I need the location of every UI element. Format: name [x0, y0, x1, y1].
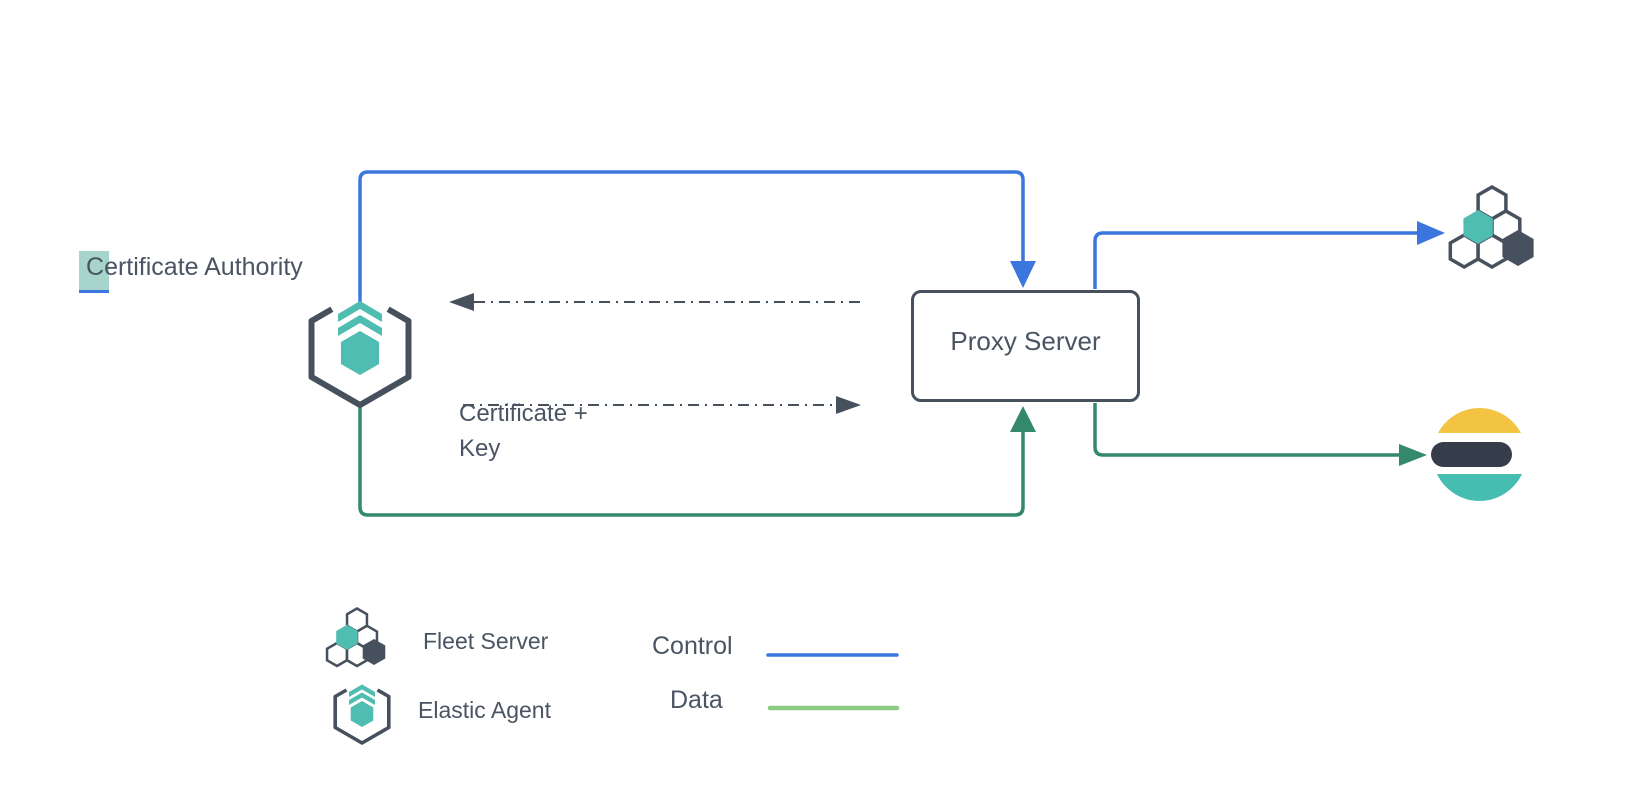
agent-bracket-outline — [308, 306, 412, 408]
arrowhead-right-icon — [836, 396, 861, 414]
legend-fleet-server-icon[interactable] — [325, 607, 386, 668]
agent-chevron-icon — [349, 692, 375, 705]
legend-fleet-server-label[interactable]: Fleet Server — [423, 628, 549, 654]
arrowhead-right-icon — [1399, 444, 1427, 466]
data-connector-agent-to-proxy[interactable] — [358, 404, 1036, 517]
legend-control-label[interactable]: Control — [652, 632, 733, 660]
legend-elastic-agent-label[interactable]: Elastic Agent — [418, 697, 551, 723]
certificate-key-label[interactable]: Certificate + Key — [459, 400, 588, 462]
arrowhead-up-icon — [1010, 406, 1036, 432]
connector-line — [1093, 231, 1418, 289]
fleet-server-icon[interactable] — [1448, 184, 1534, 270]
arrowhead-down-icon — [1010, 261, 1036, 288]
legend-elastic-agent-icon[interactable] — [333, 684, 391, 745]
control-connector-agent-to-proxy[interactable] — [358, 170, 1036, 303]
es-middle-bar — [1431, 442, 1512, 467]
agent-chevron-icon — [349, 684, 375, 697]
arrowhead-right-icon — [1417, 221, 1445, 245]
elastic-agent-icon[interactable] — [308, 301, 412, 408]
proxy-server-label: Proxy Server — [950, 325, 1101, 356]
proxy-server-box[interactable]: Proxy Server — [911, 290, 1140, 402]
es-top-segment — [1438, 408, 1521, 433]
agent-bracket-outline — [333, 688, 391, 745]
connector-line — [358, 404, 1025, 517]
elasticsearch-icon[interactable] — [1431, 408, 1522, 501]
teal-hexagon — [1463, 210, 1493, 244]
dark-hexagon — [1502, 230, 1534, 266]
dark-hexagon — [362, 639, 386, 665]
data-connector-proxy-to-elasticsearch[interactable] — [1093, 403, 1427, 466]
agent-hexagon — [340, 331, 380, 375]
connector-line — [358, 170, 1025, 303]
arrowhead-left-icon — [449, 293, 474, 311]
agent-chevron-icon — [338, 301, 382, 322]
certificate-authority-label-rest: ertificate Authority — [104, 253, 303, 281]
cert-key-dashed-connector[interactable] — [463, 396, 861, 414]
cert-request-dashed-connector[interactable] — [449, 293, 860, 311]
agent-hexagon — [350, 701, 374, 727]
legend-data-label[interactable]: Data — [670, 686, 723, 714]
connector-line — [1093, 403, 1400, 457]
control-connector-proxy-to-fleet[interactable] — [1093, 221, 1445, 289]
agent-chevron-icon — [338, 315, 382, 336]
es-bottom-segment — [1437, 474, 1522, 501]
text-selection-highlight[interactable]: C — [79, 251, 110, 293]
certificate-authority-label[interactable]: Certificate Authority — [79, 251, 303, 293]
teal-hexagon — [336, 624, 358, 650]
